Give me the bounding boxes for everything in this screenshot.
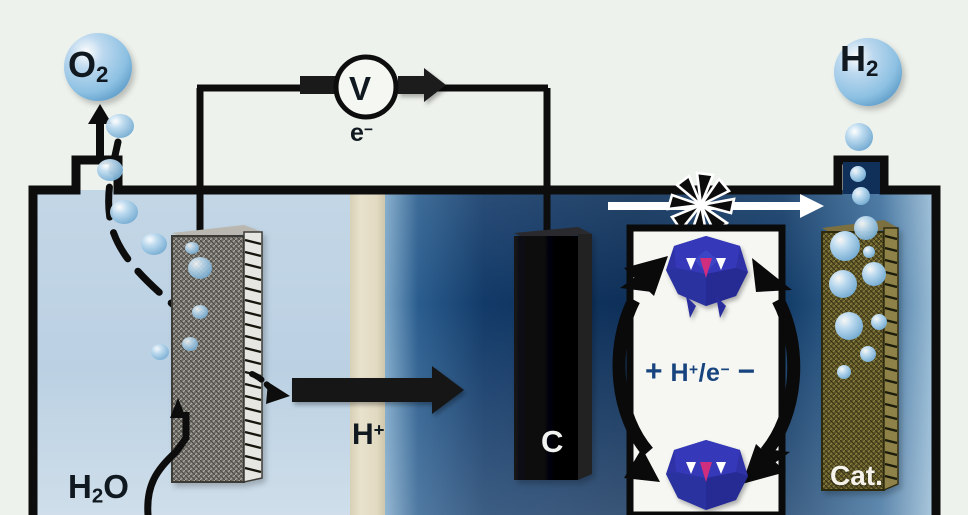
hydrogen-gas-bubble <box>834 38 902 106</box>
proton-exchange-membrane <box>350 190 385 515</box>
oxygen-gas-bubble <box>64 33 132 101</box>
flow-arrowhead <box>800 194 824 218</box>
proton-exit-arrow <box>249 371 290 404</box>
electron-flow-arrow-left <box>300 76 336 94</box>
anode-surface-bubbles <box>182 242 212 351</box>
redox-cycle-arrows <box>612 296 801 457</box>
catalyst-hatching <box>884 234 898 481</box>
polyoxometalate-cluster-bottom <box>666 440 748 510</box>
carbon-electrode <box>514 227 592 480</box>
cell-vessel-walls <box>28 155 941 515</box>
redox-cycle-arrowheads <box>620 256 792 484</box>
proton-migration-arrow <box>292 366 464 414</box>
hydrogen-chimney-bubbles <box>850 166 878 240</box>
oxygen-up-arrow <box>88 104 112 160</box>
polyoxometalate-cluster-top <box>666 236 748 318</box>
catalyst-electrode <box>821 220 899 492</box>
hydrogen-escaping-bubble <box>845 123 873 151</box>
catalyst-surface-bubbles <box>829 231 887 379</box>
water-feed-arrow <box>144 398 190 515</box>
photoanode-electrode <box>171 225 263 483</box>
electron-flow-arrow-right <box>398 68 446 102</box>
voltmeter <box>333 54 399 120</box>
external-circuit <box>196 54 551 232</box>
